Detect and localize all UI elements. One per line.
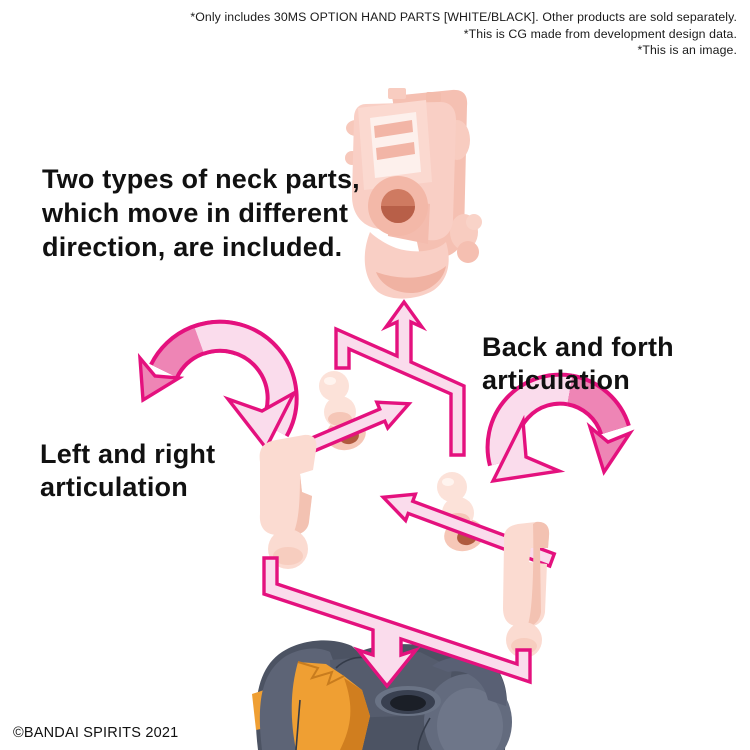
neck-adapter-part-right (503, 521, 550, 658)
merge-arrow-up (334, 299, 466, 457)
disclaimer-line-1: *Only includes 30MS OPTION HAND PARTS [W… (190, 10, 737, 24)
copyright-notice: ©BANDAI SPIRITS 2021 (13, 725, 179, 741)
torso-body-render (252, 640, 512, 750)
disclaimer-notes: *Only includes 30MS OPTION HAND PARTS [W… (190, 9, 737, 59)
neck-adapter-part-left (259, 434, 317, 569)
rotation-arrow-back-forth (485, 372, 635, 484)
label-back-forth-articulation: Back and forth articulation (482, 332, 674, 395)
disclaimer-line-3: *This is an image. (637, 43, 737, 57)
heading-line-1: Two types of neck parts, (42, 164, 360, 194)
feature-heading: Two types of neck parts, which move in d… (42, 162, 360, 264)
disclaimer-line-2: *This is CG made from development design… (463, 26, 737, 41)
merge-arrow-down (262, 556, 532, 689)
label-left-right-articulation: Left and right articulation (40, 439, 216, 502)
heading-line-3: direction, are included. (42, 232, 343, 262)
neck-joint-assembly-render (345, 88, 482, 299)
rotation-arrow-left-right (137, 319, 299, 452)
heading-line-2: which move in different (42, 198, 349, 228)
